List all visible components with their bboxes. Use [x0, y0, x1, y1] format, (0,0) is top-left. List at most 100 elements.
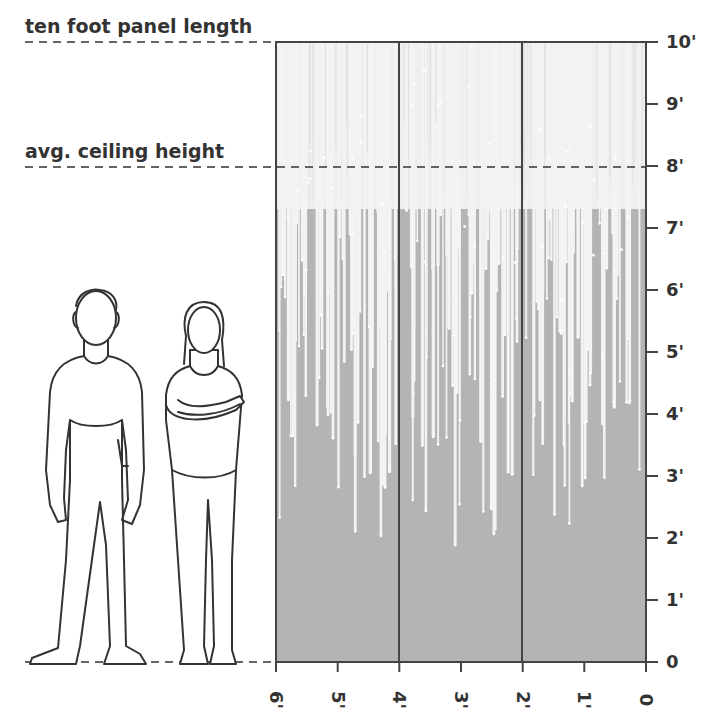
panel-border	[276, 42, 646, 662]
light-strand	[416, 43, 418, 241]
strand-tip	[437, 443, 440, 446]
strand-texture	[430, 43, 431, 142]
strand-tip	[511, 473, 514, 476]
height-label: 9'	[666, 94, 684, 114]
strand-tip	[581, 485, 584, 488]
light-strand	[556, 43, 558, 317]
strand-tip	[292, 435, 295, 438]
strand-texture	[530, 43, 531, 158]
height-label: 6'	[666, 280, 684, 300]
sparkle-dot	[467, 85, 470, 88]
light-strand	[613, 43, 615, 402]
strand-tip	[516, 248, 519, 251]
strand-texture	[367, 43, 368, 153]
sparkle-dot	[351, 157, 354, 160]
strand-tip	[485, 268, 488, 271]
light-strand	[546, 43, 548, 299]
light-strand	[459, 43, 461, 504]
panel-top	[276, 42, 646, 662]
strand-tip	[493, 533, 496, 536]
strand-tip	[298, 345, 301, 348]
strand-tip	[332, 437, 335, 440]
light-strand	[280, 43, 282, 287]
strand-tip	[368, 326, 371, 329]
strand-tip	[412, 499, 415, 502]
strand-texture	[527, 43, 528, 134]
strand-texture	[325, 43, 326, 166]
light-strand	[474, 43, 476, 379]
strand-tip	[568, 522, 571, 525]
strand-tip	[388, 471, 391, 474]
light-strand	[287, 43, 289, 218]
width-label: 5'	[328, 691, 348, 709]
strand-tip	[305, 269, 308, 272]
strand-tip	[282, 274, 285, 277]
light-strand	[511, 43, 514, 474]
strand-tip	[507, 471, 510, 474]
light-strand	[459, 43, 461, 420]
strand-texture	[310, 43, 311, 144]
strand-texture	[430, 43, 431, 156]
strand-tip	[455, 301, 458, 304]
sparkle-dot	[437, 104, 440, 107]
light-strand	[350, 43, 353, 253]
light-strand	[629, 43, 631, 400]
strand-tip	[363, 476, 366, 479]
light-strand	[571, 43, 574, 401]
strand-tip	[516, 340, 519, 343]
light-strand	[321, 43, 324, 349]
sparkle-dot	[360, 141, 363, 144]
strand-texture	[524, 43, 525, 166]
strand-tip	[563, 443, 566, 446]
light-strand	[349, 43, 352, 234]
strand-texture	[312, 43, 313, 202]
sparkle-dot	[620, 248, 623, 251]
strand-tip	[316, 424, 319, 427]
strand-tip	[343, 360, 346, 363]
height-tick	[646, 661, 658, 663]
sparkle-dot	[592, 254, 595, 257]
sparkle-dot	[463, 225, 466, 228]
strand-texture	[435, 43, 436, 124]
sparkle-dot	[539, 127, 542, 130]
strand-tip	[498, 262, 501, 265]
strand-tip	[416, 239, 419, 242]
strand-tip	[384, 486, 387, 489]
light-strand	[616, 43, 618, 299]
light-strand	[405, 43, 408, 211]
strand-tip	[458, 503, 461, 506]
light-strand	[351, 43, 354, 233]
light-strand	[368, 43, 370, 327]
sparkle-dot	[603, 252, 606, 255]
strand-tip	[570, 371, 573, 374]
sparkle-dot	[411, 104, 414, 107]
strand-texture	[596, 43, 597, 198]
light-strand	[501, 43, 504, 397]
strand-tip	[287, 216, 290, 219]
strand-tip	[603, 476, 606, 479]
light-strand	[394, 43, 397, 444]
light-strand	[548, 43, 550, 258]
strand-tip	[350, 348, 353, 351]
strand-tip	[598, 222, 601, 225]
light-strand	[628, 43, 630, 403]
light-strand	[560, 43, 564, 334]
light-strand	[421, 43, 424, 446]
sparkle-dot	[488, 142, 491, 145]
strand-texture	[545, 43, 546, 208]
light-strand	[359, 43, 361, 312]
strand-tip	[352, 231, 355, 234]
height-tick	[646, 103, 658, 105]
panel-divider	[521, 42, 523, 662]
strand-tip	[294, 485, 297, 488]
sparkle-dot	[548, 157, 551, 160]
light-strand	[584, 43, 587, 478]
strand-tip	[357, 421, 360, 424]
light-strand	[493, 43, 496, 534]
light-strand	[564, 43, 566, 485]
sparkle-dot	[306, 164, 309, 167]
height-tick	[646, 413, 658, 415]
strand-tip	[284, 296, 287, 299]
light-strand	[446, 43, 448, 437]
